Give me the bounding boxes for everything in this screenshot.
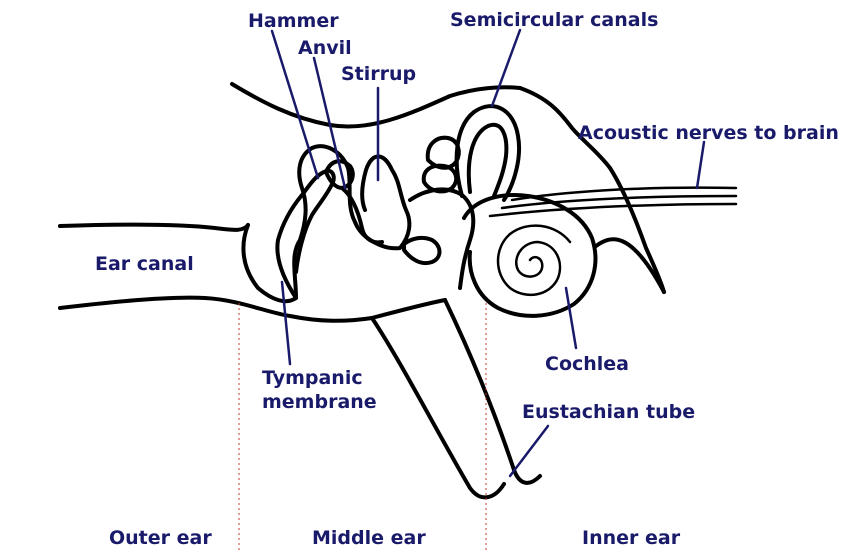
region-label-outer-ear: Outer ear [109,527,212,549]
cochlea-outer [462,193,598,318]
skull-top-contour [230,82,522,129]
region-label-inner-ear: Inner ear [582,527,681,549]
ear-anatomy-drawing [58,82,738,500]
eustachian-tube-wall-left [370,316,506,500]
semicircular-canal-outer [454,104,521,202]
label-ear-canal: Ear canal [95,253,194,275]
cochlea-leader [564,286,578,350]
eustachian-tube-leader [508,424,550,478]
acoustic-nerve-fiber-3 [488,202,738,218]
middle-ear-cavity [241,144,357,304]
structure-labels: Hammer Anvil Stirrup Semicircular canals… [95,9,839,423]
anvil-leader [312,56,347,190]
label-tympanic-line2: membrane [262,391,377,413]
leader-lines [270,28,706,478]
stirrup-bone [353,154,412,251]
eustachian-tube-wall-right [443,298,542,485]
cochlea-spiral [496,224,572,296]
temporal-bone-contour [518,86,666,294]
semicircular-canal-inner [466,122,509,198]
vestibular-loop-lower [421,163,459,194]
region-labels: Outer ear Middle ear Inner ear [109,527,681,549]
region-label-middle-ear: Middle ear [312,527,426,549]
label-tympanic-line1: Tympanic [262,367,363,389]
hammer-bone [275,168,336,300]
label-stirrup: Stirrup [341,63,416,85]
tympanic-membrane-leader [280,280,292,366]
label-anvil: Anvil [298,37,352,59]
vestibular-loop-upper [425,135,461,170]
ear-canal-lower-wall [58,295,447,323]
inner-ear-lower-contour [594,237,666,294]
ear-canal-upper-wall [58,222,250,232]
acoustic-nerve-fiber-2 [500,194,738,210]
acoustic-nerves-leader [695,140,706,190]
label-semicircular-canals: Semicircular canals [450,9,658,31]
label-cochlea: Cochlea [545,353,629,375]
acoustic-nerve-fiber-1 [510,186,738,202]
hammer-leader [270,29,320,180]
oval-window [402,235,442,265]
label-acoustic-nerves: Acoustic nerves to brain [578,122,839,144]
semicircular-canals-leader [490,28,522,108]
label-eustachian-tube: Eustachian tube [522,401,695,423]
label-hammer: Hammer [248,10,339,32]
